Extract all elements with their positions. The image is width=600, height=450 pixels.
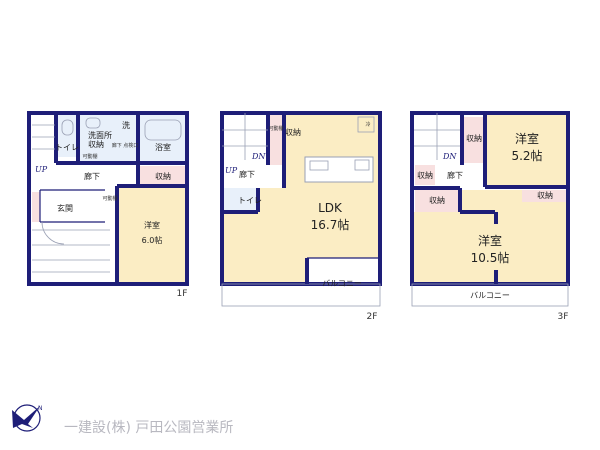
label-western-3f-b-size: 10.5帖 <box>471 250 510 265</box>
storage-3f-right <box>522 190 567 202</box>
label-ldk: LDK <box>318 201 343 215</box>
label-storage-2f: 収納 <box>285 127 301 137</box>
label-washer: 洗 <box>122 120 130 130</box>
label-storage-3f-mid: 収納 <box>429 195 445 205</box>
label-storage-3f-right: 収納 <box>537 190 553 200</box>
toilet-2f <box>222 188 257 212</box>
label-movable-shelf-1f: 可動棚 <box>82 153 97 160</box>
label-dn-2f: DN <box>251 152 266 161</box>
compass-bird-logo-icon: N <box>12 404 43 432</box>
label-toilet-1f: トイレ <box>55 143 79 152</box>
label-movable-shelf-2f: 可動棚 <box>268 125 283 132</box>
label-western-3f-b: 洋室 <box>478 233 502 248</box>
floor-label-1f: 1F <box>177 289 188 299</box>
label-up-1f: UP <box>35 165 48 174</box>
label-ldk-size: 16.7帖 <box>311 217 350 232</box>
label-dn-3f: DN <box>442 152 457 161</box>
label-storage-1f: 収納 <box>155 171 171 181</box>
label-western-3f-a: 洋室 <box>515 131 539 146</box>
room-western-3f-a <box>485 113 567 185</box>
washroom-1f <box>80 115 138 163</box>
storage-3f-mid <box>415 190 460 212</box>
label-western-size-1f: 6.0帖 <box>142 235 163 245</box>
label-storage-3f-left: 収納 <box>417 170 433 180</box>
label-hall-1f: 廊下 <box>84 171 100 181</box>
label-entrance: 玄関 <box>57 203 73 213</box>
room-western-3f-b <box>413 190 567 284</box>
label-inspection-hatch: 廊下 点検口 <box>112 142 139 149</box>
floor-1f: 洋室 6.0帖 玄関 廊下 収納 浴室 洗面所 収納 トイレ 洗 廊下 点検口 … <box>27 111 189 299</box>
floor-label-3f: 3F <box>558 312 569 322</box>
room-western-1f <box>117 188 187 284</box>
storage-3f-top <box>463 117 484 163</box>
shoe-storage-1f <box>32 192 40 222</box>
label-washroom-storage: 収納 <box>88 139 104 149</box>
label-up-2f: UP <box>225 166 238 175</box>
label-toilet-2f: トイレ <box>238 196 262 205</box>
company-name: 一建設(株) 戸田公園営業所 <box>64 420 233 436</box>
floor-3f: 洋室 5.2帖 洋室 10.5帖 収納 収納 収納 収納 廊下 バルコニー DN… <box>410 111 570 322</box>
label-storage-3f-top: 収納 <box>466 133 482 143</box>
storage-1f <box>140 166 187 186</box>
floor-2f: LDK 16.7帖 収納 廊下 トイレ バルコニー 冷 可動棚 UP DN 2F <box>220 111 382 322</box>
label-fridge: 冷 <box>365 121 370 128</box>
storage-3f-left <box>415 165 435 185</box>
room-ldk <box>222 113 380 284</box>
svg-text:N: N <box>38 405 43 412</box>
label-bath: 浴室 <box>155 142 171 152</box>
label-hall-2f: 廊下 <box>239 169 255 179</box>
label-washroom: 洗面所 <box>88 130 112 140</box>
floor-label-2f: 2F <box>367 312 378 322</box>
label-balcony-3f: バルコニー <box>470 291 510 300</box>
storage-2f <box>270 115 283 165</box>
label-balcony-2f: バルコニー <box>322 279 362 288</box>
label-hall-3f: 廊下 <box>447 170 463 180</box>
label-movable-shelf-1f-b: 可動棚 <box>102 195 117 202</box>
label-western-3f-a-size: 5.2帖 <box>511 148 542 163</box>
label-western-1f: 洋室 <box>144 220 160 230</box>
